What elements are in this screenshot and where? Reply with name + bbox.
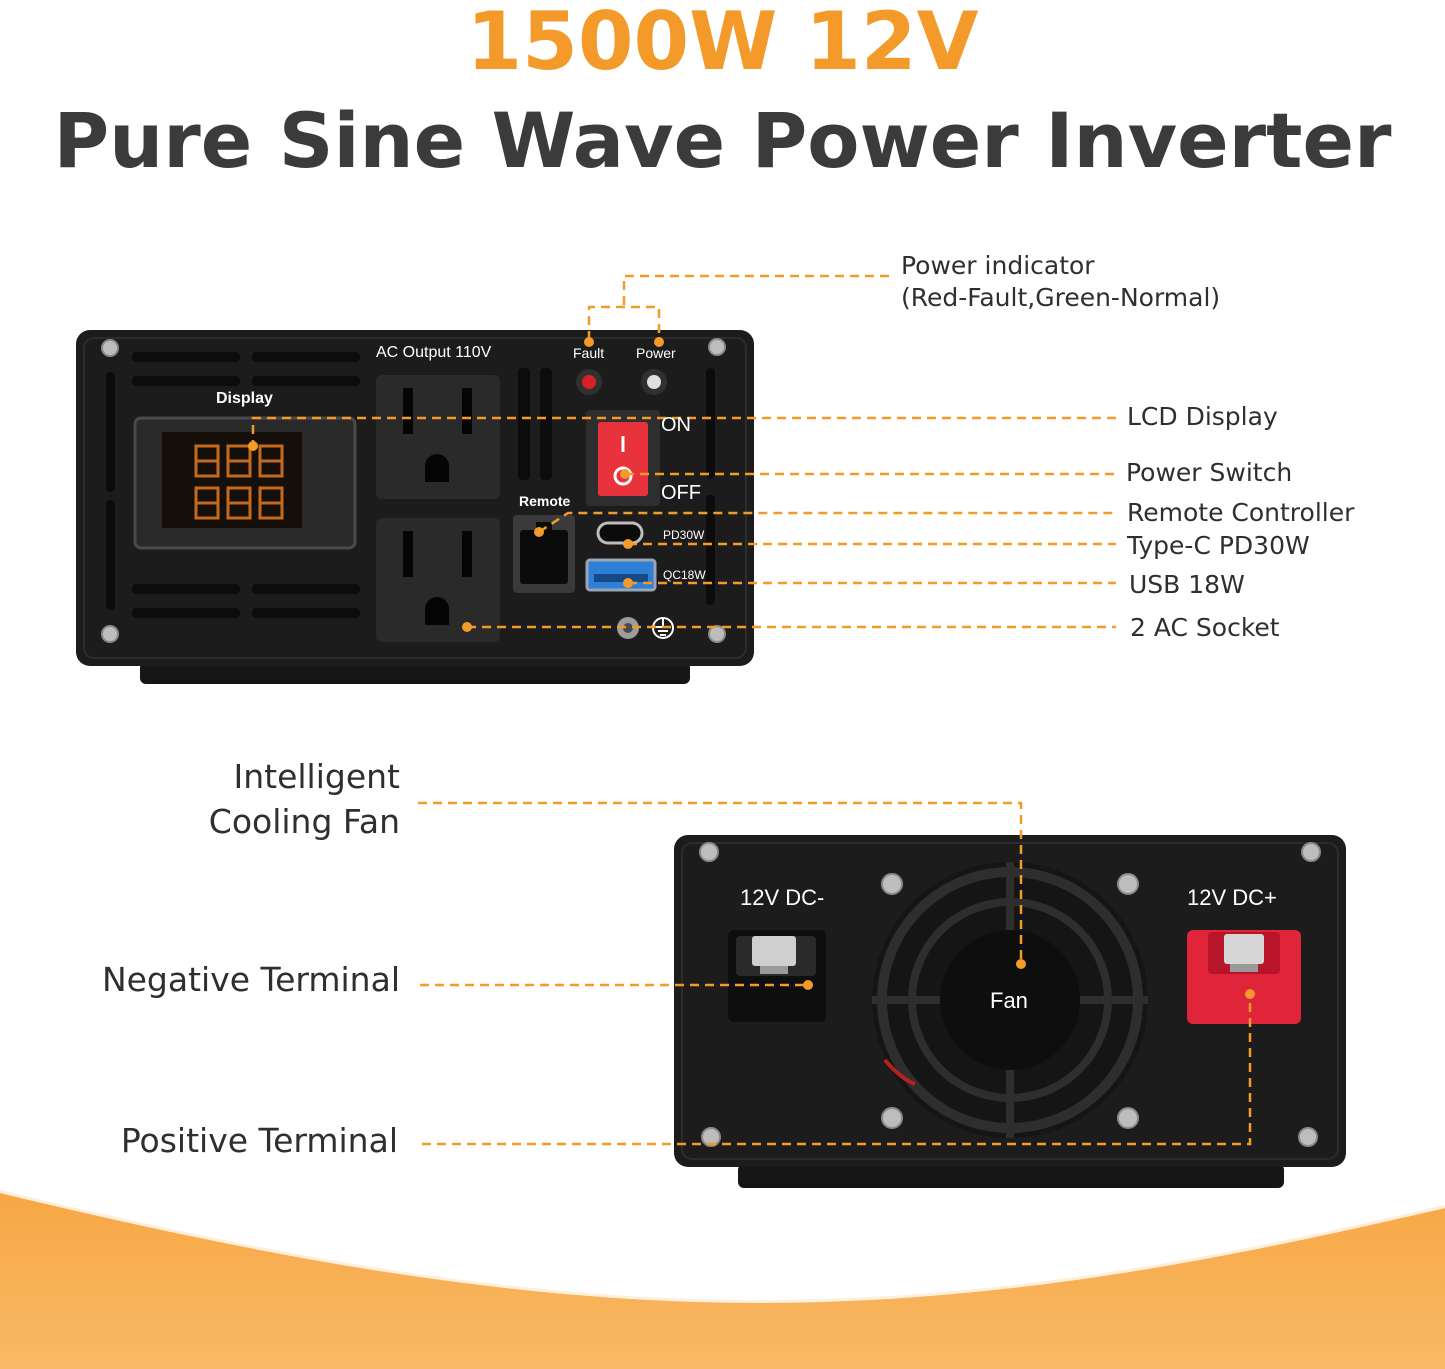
callout-power-indicator-note: (Red-Fault,Green-Normal)	[901, 283, 1221, 312]
headline-product: Pure Sine Wave Power Inverter	[53, 96, 1392, 185]
front-vent-slots	[106, 352, 715, 618]
ac-output-label: AC Output 110V	[376, 344, 492, 361]
callout-lcd-display: LCD Display	[1127, 402, 1278, 431]
type-c-port	[596, 521, 644, 545]
remote-label: Remote	[519, 493, 571, 509]
callout-remote-controller: Remote Controller	[1127, 498, 1355, 527]
dc-positive-label: 12V DC+	[1187, 885, 1277, 910]
dc-negative-label: 12V DC-	[740, 885, 825, 910]
positive-terminal	[1187, 930, 1301, 1024]
switch-off-label: OFF	[661, 482, 701, 504]
screw-icon	[699, 842, 1321, 1147]
callout-positive-terminal: Positive Terminal	[120, 1121, 398, 1160]
headline-model: 1500W 12V	[466, 0, 979, 88]
callout-power-switch: Power Switch	[1126, 458, 1293, 487]
front-mounting-foot	[140, 662, 690, 684]
callout-cooling-fan-line1: Intelligent	[233, 757, 401, 796]
callout-usb: USB 18W	[1129, 570, 1245, 599]
ac-socket-bottom	[376, 518, 500, 642]
rear-mounting-foot	[738, 1164, 1284, 1188]
fan-label: Fan	[990, 988, 1028, 1013]
pd30w-label: PD30W	[663, 528, 705, 542]
callout-ac-socket: 2 AC Socket	[1130, 613, 1280, 642]
callout-cooling-fan-line2: Cooling Fan	[208, 802, 400, 841]
power-label: Power	[636, 345, 676, 361]
lcd-digits	[194, 444, 284, 520]
negative-terminal	[728, 930, 826, 1022]
callout-negative-terminal: Negative Terminal	[101, 960, 400, 999]
switch-on-label: ON	[661, 414, 691, 436]
ground-terminal	[617, 617, 639, 639]
display-label: Display	[216, 390, 273, 407]
fan-icon	[872, 862, 1148, 1138]
fault-label: Fault	[573, 345, 605, 361]
ac-socket-top	[376, 375, 500, 499]
screw-icon	[101, 338, 726, 643]
callout-power-indicator: Power indicator	[901, 251, 1095, 280]
qc18w-label: QC18W	[663, 568, 706, 582]
callout-type-c: Type-C PD30W	[1127, 531, 1310, 560]
